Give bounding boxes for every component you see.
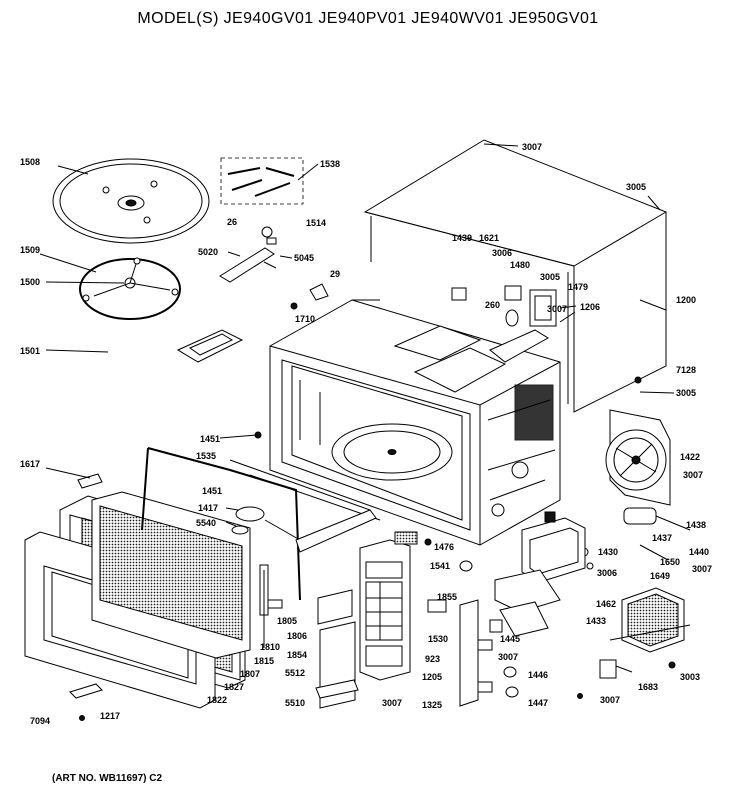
label-1621: 1621 xyxy=(479,233,499,243)
label-1535: 1535 xyxy=(196,451,216,461)
label-3003: 3003 xyxy=(680,672,700,682)
label-5020: 5020 xyxy=(198,247,218,257)
label-1217: 1217 xyxy=(100,711,120,721)
label-1683: 1683 xyxy=(638,682,658,692)
label-3005c: 3005 xyxy=(676,388,696,398)
label-1417: 1417 xyxy=(198,503,218,513)
transformer xyxy=(609,587,691,653)
label-1649: 1649 xyxy=(650,571,670,581)
label-1805: 1805 xyxy=(277,616,297,626)
hardware-kit xyxy=(220,157,304,205)
label-1541: 1541 xyxy=(430,561,450,571)
leader-lines xyxy=(39,143,675,527)
art-number: (ART NO. WB11697) C2 xyxy=(52,773,163,784)
label-1827: 1827 xyxy=(224,682,244,692)
label-5510: 5510 xyxy=(285,698,305,708)
page-title: MODEL(S) JE940GV01 JE940PV01 JE940WV01 J… xyxy=(137,10,599,27)
label-3007f: 3007 xyxy=(382,698,402,708)
label-1438: 1438 xyxy=(686,520,706,530)
label-1508: 1508 xyxy=(20,157,40,167)
label-1479: 1479 xyxy=(568,282,588,292)
outer-cabinet xyxy=(363,139,667,413)
label-3007: 3007 xyxy=(522,142,542,152)
air-duct xyxy=(494,569,561,637)
door-mesh-screen xyxy=(91,491,251,659)
label-3005b: 3005 xyxy=(540,272,560,282)
label-1822: 1822 xyxy=(207,695,227,705)
label-1451b: 1451 xyxy=(202,486,222,496)
label-1437: 1437 xyxy=(652,533,672,543)
label-1462: 1462 xyxy=(596,599,616,609)
label-1810: 1810 xyxy=(260,642,280,652)
label-1480: 1480 xyxy=(510,260,530,270)
door-latch xyxy=(231,506,301,541)
label-5540: 5540 xyxy=(196,518,216,528)
label-923: 923 xyxy=(425,654,440,664)
label-1538: 1538 xyxy=(320,159,340,169)
label-3007g: 3007 xyxy=(600,695,620,705)
label-1476: 1476 xyxy=(434,542,454,552)
small-fasteners xyxy=(69,302,676,721)
label-1854: 1854 xyxy=(287,650,307,660)
label-1500: 1500 xyxy=(20,277,40,287)
label-1855: 1855 xyxy=(437,592,457,602)
cooling-fan xyxy=(605,409,671,506)
label-1617: 1617 xyxy=(20,459,40,469)
label-1447: 1447 xyxy=(528,698,548,708)
label-1325: 1325 xyxy=(422,700,442,710)
label-26: 26 xyxy=(227,217,237,227)
label-1807: 1807 xyxy=(240,669,260,679)
label-29: 29 xyxy=(330,269,340,279)
part-labels: 3007 3005 1508 1538 26 1514 5020 5045 15… xyxy=(20,142,712,726)
label-1206: 1206 xyxy=(580,302,600,312)
label-1440: 1440 xyxy=(689,547,709,557)
label-3006b: 3006 xyxy=(597,568,617,578)
label-1439: 1439 xyxy=(452,233,472,243)
label-1433: 1433 xyxy=(586,616,606,626)
label-7094: 7094 xyxy=(30,716,50,726)
label-3007b: 3007 xyxy=(547,304,567,314)
door-handle-bar xyxy=(295,509,377,699)
switch-bracket xyxy=(459,599,519,707)
label-1446: 1446 xyxy=(528,670,548,680)
label-3007d: 3007 xyxy=(692,564,712,574)
label-1509: 1509 xyxy=(20,245,40,255)
latch-parts xyxy=(219,226,329,301)
label-1422: 1422 xyxy=(680,452,700,462)
top-components xyxy=(451,285,576,327)
hv-diode xyxy=(599,659,633,679)
label-5045: 5045 xyxy=(294,253,314,263)
label-260: 260 xyxy=(485,300,500,310)
label-5512: 5512 xyxy=(285,668,305,678)
label-1514: 1514 xyxy=(306,218,326,228)
label-3005: 3005 xyxy=(626,182,646,192)
label-1806: 1806 xyxy=(287,631,307,641)
label-1650: 1650 xyxy=(660,557,680,567)
label-1501: 1501 xyxy=(20,346,40,356)
label-1530: 1530 xyxy=(428,634,448,644)
magnetron xyxy=(521,511,586,583)
interlock-parts xyxy=(259,564,283,648)
label-1815: 1815 xyxy=(254,656,274,666)
label-1451: 1451 xyxy=(200,434,220,444)
label-3007c: 3007 xyxy=(683,470,703,480)
capacitor-parts xyxy=(579,507,691,570)
label-1430: 1430 xyxy=(598,547,618,557)
label-3006: 3006 xyxy=(492,248,512,258)
roller-ring xyxy=(79,257,181,320)
label-7128: 7128 xyxy=(676,365,696,375)
waveguide-cover xyxy=(176,329,244,363)
label-1445: 1445 xyxy=(500,634,520,644)
label-1710: 1710 xyxy=(295,314,315,324)
oven-cavity xyxy=(269,299,561,546)
label-1205: 1205 xyxy=(422,672,442,682)
turntable-tray xyxy=(52,158,210,244)
label-3007e: 3007 xyxy=(498,652,518,662)
control-panel xyxy=(359,531,418,681)
label-1200: 1200 xyxy=(676,295,696,305)
